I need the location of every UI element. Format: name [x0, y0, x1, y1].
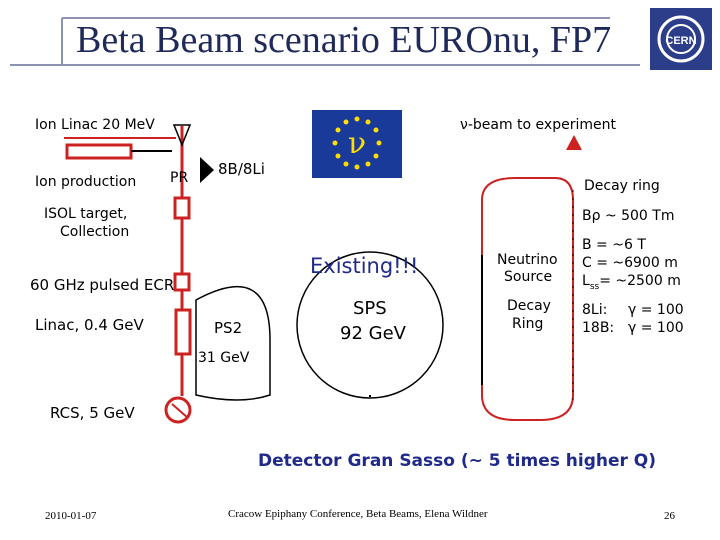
pr-label: PR	[170, 170, 189, 186]
sps-label: SPS	[353, 298, 387, 319]
page-number: 26	[664, 510, 675, 522]
rcs-label: RCS, 5 GeV	[50, 404, 135, 422]
decay-ring-label-2: Ring	[512, 316, 544, 332]
sps-energy-label: 92 GeV	[340, 323, 406, 344]
ps2-label: PS2	[214, 319, 243, 337]
ecr-box	[173, 272, 191, 292]
footer-date: 2010-01-07	[45, 510, 97, 522]
collection-label: Collection	[60, 224, 130, 240]
ion-linac-label: Ion Linac 20 MeV	[35, 117, 155, 133]
eu-flag: ν	[312, 110, 402, 178]
li-ion-label: 8Li:	[582, 302, 608, 318]
b-gamma-label: γ = 100	[628, 320, 684, 336]
linac-label: Linac, 0.4 GeV	[35, 316, 144, 334]
footer-text: Cracow Epiphany Conference, Beta Beams, …	[228, 508, 488, 520]
sps-ring	[296, 251, 444, 399]
ion-production-label: Ion production	[35, 174, 137, 190]
ps2-energy-label: 31 GeV	[198, 350, 250, 366]
cern-logo: CERN	[650, 8, 712, 70]
isol-target-label: ISOL target,	[44, 206, 128, 222]
ps2-outline	[195, 285, 271, 401]
nu-beam-arrow	[566, 135, 582, 150]
b-ion-label: 18B:	[582, 320, 615, 336]
nu-beam-label: ν-beam to experiment	[460, 117, 616, 133]
decay-ring-title: Decay ring	[584, 178, 660, 194]
existing-label: Existing!!!	[310, 254, 419, 278]
isol-box	[173, 196, 191, 220]
lss-label: Lss= ~2500 m	[582, 273, 681, 292]
cern-logo-text: CERN	[665, 35, 696, 47]
ecr-label: 60 GHz pulsed ECR	[30, 276, 175, 294]
ion-linac-box	[65, 143, 133, 160]
circumference-label: C = ~6900 m	[582, 255, 678, 271]
li-gamma-label: γ = 100	[628, 302, 684, 318]
pr-arrow	[200, 157, 214, 183]
brho-label: Bρ ~ 500 Tm	[582, 208, 675, 224]
isotopes-label: 8B/8Li	[218, 160, 265, 178]
b-field-label: B = ~6 T	[582, 237, 646, 253]
linac-box	[174, 308, 192, 356]
neutrino-source-label-1: Neutrino	[497, 252, 558, 268]
decay-ring-track	[481, 177, 574, 421]
eu-flag-symbol: ν	[348, 126, 366, 161]
pr-triangle	[172, 124, 192, 148]
decay-ring-label-1: Decay	[507, 298, 551, 314]
neutrino-source-label-2: Source	[504, 269, 553, 285]
slide-title: Beta Beam scenario EUROnu, FP7	[76, 19, 612, 61]
detector-label: Detector Gran Sasso (~ 5 times higher Q)	[258, 451, 657, 471]
rcs-ring	[164, 396, 192, 424]
